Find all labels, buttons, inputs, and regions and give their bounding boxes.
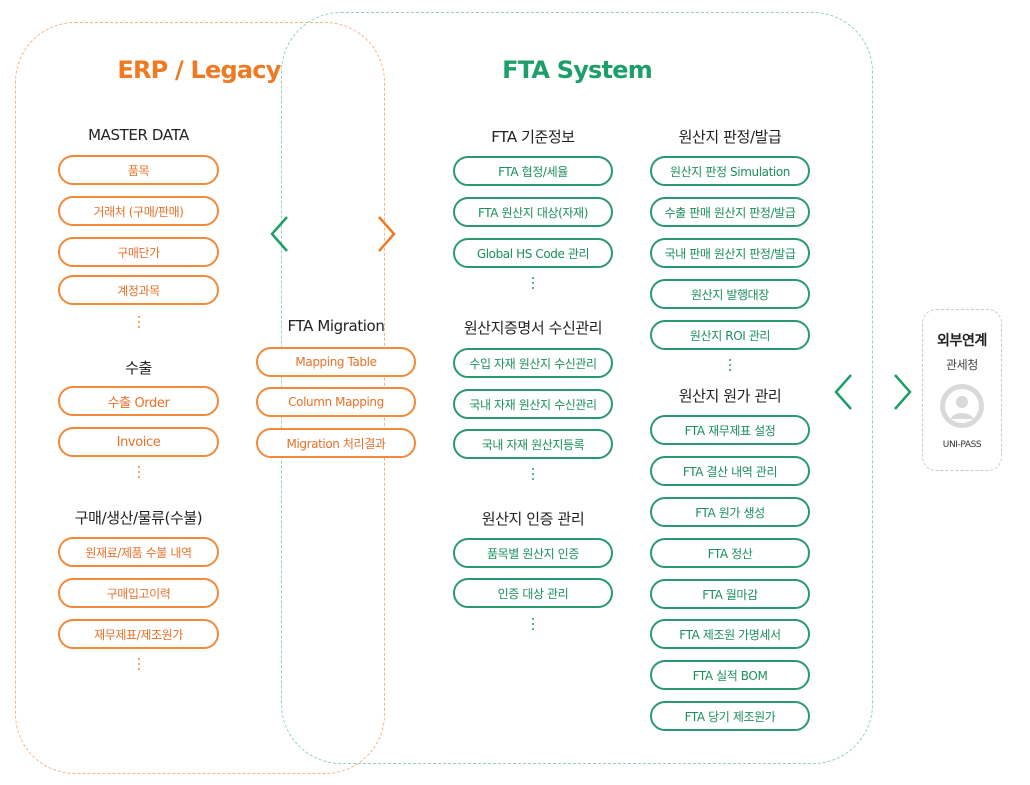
judge-item-domestic[interactable]: 국내 판매 원산지 판정/발급: [650, 238, 810, 268]
purchase-item-inventory[interactable]: 원재료/제품 수불 내역: [58, 537, 219, 567]
cost-heading: 원산지 원가 관리: [678, 387, 782, 405]
certificate-item-domestic[interactable]: 국내 자재 원산지 수신관리: [453, 389, 613, 419]
cost-item-bom[interactable]: FTA 실적 BOM: [650, 660, 810, 690]
base-item-hs-code[interactable]: Global HS Code 관리: [453, 238, 613, 268]
vertical-dots-icon: [531, 277, 535, 292]
external-link-region: [922, 309, 1002, 471]
cost-item-financial-setup[interactable]: FTA 재무제표 설정: [650, 415, 810, 445]
vertical-dots-icon: [137, 466, 141, 481]
auth-item-product[interactable]: 품목별 원산지 인증: [453, 538, 613, 568]
purchase-item-receipt-history[interactable]: 구매입고이력: [58, 578, 219, 608]
base-item-material[interactable]: FTA 원산지 대상(자재): [453, 197, 613, 227]
fta-migration-heading: FTA Migration: [287, 317, 385, 335]
master-data-heading: MASTER DATA: [88, 126, 189, 144]
export-heading: 수출: [125, 359, 152, 377]
vertical-dots-icon: [137, 658, 141, 673]
certificate-heading: 원산지증명서 수신관리: [463, 319, 603, 337]
chevron-right-icon: [374, 214, 398, 254]
cost-item-cost-generate[interactable]: FTA 원가 생성: [650, 497, 810, 527]
cost-item-monthly-close[interactable]: FTA 월마감: [650, 579, 810, 609]
cost-item-current-cost[interactable]: FTA 당기 제조원가: [650, 701, 810, 731]
export-item-invoice[interactable]: Invoice: [58, 427, 219, 457]
master-item-client[interactable]: 거래처 (구매/판매): [58, 196, 219, 226]
customs-agency-label: 관세청: [946, 358, 978, 372]
purchase-heading: 구매/생산/물류(수불): [74, 509, 203, 527]
judge-item-roi[interactable]: 원산지 ROI 관리: [650, 320, 810, 350]
vertical-dots-icon: [728, 359, 732, 374]
judge-item-export[interactable]: 수출 판매 원산지 판정/발급: [650, 197, 810, 227]
master-item-account[interactable]: 계정과목: [58, 275, 219, 305]
judge-item-simulation[interactable]: 원산지 판정 Simulation: [650, 156, 810, 186]
purchase-item-financial[interactable]: 재무제표/제조원가: [58, 619, 219, 649]
fta-system-title: FTA System: [502, 56, 653, 84]
base-item-agreement[interactable]: FTA 협정/세율: [453, 156, 613, 186]
cost-item-settle[interactable]: FTA 정산: [650, 538, 810, 568]
user-avatar-icon: [939, 383, 985, 429]
master-item-product[interactable]: 품목: [58, 155, 219, 185]
cost-item-settlement-detail[interactable]: FTA 결산 내역 관리: [650, 456, 810, 486]
master-item-purchase-price[interactable]: 구매단가: [58, 237, 219, 267]
migration-item-result[interactable]: Migration 처리결과: [256, 428, 416, 458]
vertical-dots-icon: [531, 468, 535, 483]
auth-heading: 원산지 인증 관리: [481, 510, 585, 528]
export-item-order[interactable]: 수출 Order: [58, 386, 219, 416]
auth-item-target[interactable]: 인증 대상 관리: [453, 578, 613, 608]
vertical-dots-icon: [137, 316, 141, 331]
certificate-item-import[interactable]: 수입 자재 원산지 수신관리: [453, 348, 613, 378]
judge-heading: 원산지 판정/발급: [678, 128, 782, 146]
fta-base-heading: FTA 기준정보: [491, 128, 575, 146]
chevron-left-icon: [268, 214, 292, 254]
chevron-right-icon: [890, 372, 914, 412]
erp-legacy-title: ERP / Legacy: [117, 56, 281, 84]
migration-item-column-mapping[interactable]: Column Mapping: [256, 387, 416, 417]
judge-item-ledger[interactable]: 원산지 발행대장: [650, 279, 810, 309]
uni-pass-label: UNI-PASS: [942, 440, 982, 450]
external-link-title: 외부연계: [937, 333, 987, 349]
vertical-dots-icon: [531, 618, 535, 633]
migration-item-mapping-table[interactable]: Mapping Table: [256, 347, 416, 377]
cost-item-statement[interactable]: FTA 제조원 가명세서: [650, 619, 810, 649]
certificate-item-register[interactable]: 국내 자재 원산지등록: [453, 429, 613, 459]
chevron-left-icon: [832, 372, 856, 412]
